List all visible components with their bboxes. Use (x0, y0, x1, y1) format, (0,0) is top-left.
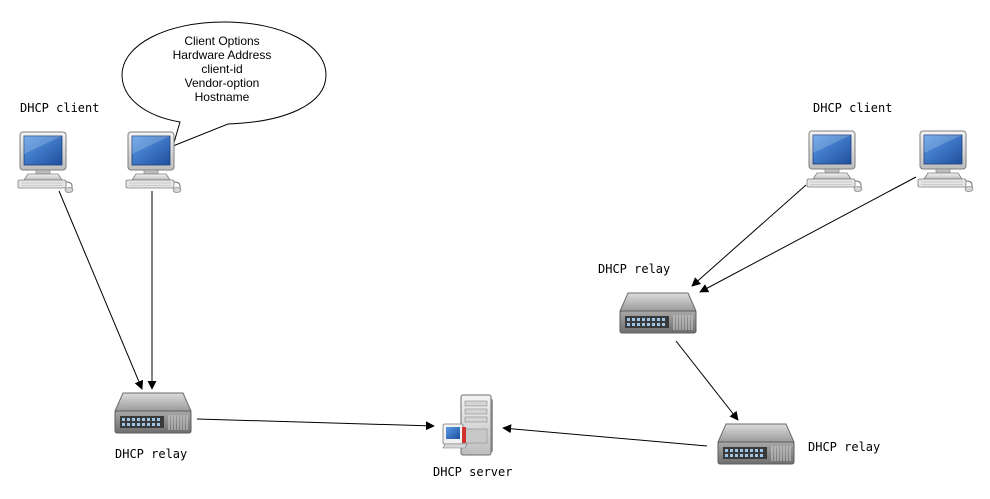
connections (58, 176, 917, 447)
server-tower-icon (442, 394, 493, 456)
desktop-computer-icon (17, 131, 74, 193)
network-switch-icon (114, 392, 192, 434)
relay-label-right-bottom: DHCP relay (808, 440, 881, 454)
callout-line: Hostname (195, 90, 250, 104)
desktop-computer-icon (806, 130, 863, 192)
desktop-computer-icon (125, 131, 182, 193)
link-client4-relay-right-top (699, 176, 917, 293)
desktop-computer-icon (917, 130, 974, 192)
relay-label-right-top: DHCP relay (598, 262, 671, 276)
callout-line: Hardware Address (173, 48, 272, 62)
callout-line: Vendor-option (185, 76, 260, 90)
callout-line: client-id (201, 62, 242, 76)
link-relay-right-bottom-server (502, 424, 708, 447)
relay-label-left: DHCP relay (115, 447, 188, 461)
client-label-right: DHCP client (813, 101, 893, 115)
link-relay-left-server (196, 418, 435, 431)
link-client3-relay-right-top (691, 184, 807, 287)
link-relay-right-top-bottom (675, 340, 739, 421)
callout-bubble (121, 21, 327, 147)
client-label-left: DHCP client (20, 101, 100, 115)
link-client1-relay-left (58, 190, 144, 390)
client-options-callout: Client Options Hardware Address client-i… (121, 21, 327, 147)
network-switch-icon (619, 292, 697, 334)
callout-line: Client Options (184, 34, 259, 48)
network-switch-icon (717, 423, 795, 465)
server-label: DHCP server (433, 465, 513, 479)
